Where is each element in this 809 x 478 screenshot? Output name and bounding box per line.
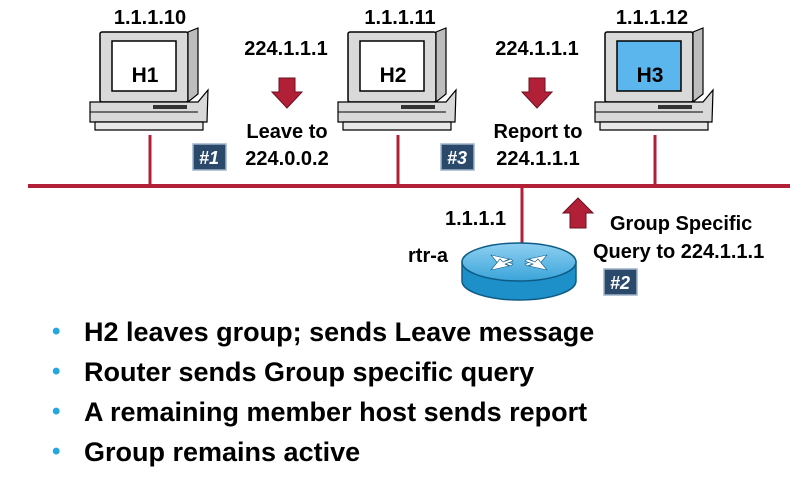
router-name: rtr-a: [408, 245, 449, 267]
host-h1-ip: 1.1.1.10: [114, 7, 186, 29]
badge-box: [192, 143, 227, 171]
monitor-screen: [359, 40, 425, 92]
drive-slot: [401, 105, 435, 109]
bullet-item: • A remaining member host sends report: [52, 392, 594, 432]
monitor-side: [435, 27, 447, 104]
event2-message-line1: Group Specific: [610, 213, 752, 235]
monitor-screen: [616, 40, 682, 92]
event2-badge: #2: [603, 268, 638, 296]
drive-slot: [658, 105, 692, 109]
badge-label: #2: [610, 273, 630, 293]
bullet-text: H2 leaves group; sends Leave message: [84, 317, 595, 347]
event2-message-line2: Query to 224.1.1.1: [593, 241, 764, 263]
host-h3-name: H3: [637, 64, 664, 87]
bullet-dot-icon: •: [52, 358, 61, 385]
router-arrows-icon: [490, 254, 548, 271]
bullet-dot-icon: •: [52, 398, 61, 425]
badge-box: [440, 143, 475, 171]
badge-label: #3: [447, 148, 467, 168]
event3-badge: #3: [440, 143, 475, 171]
badge-label: #1: [199, 148, 219, 168]
router-top: [461, 242, 577, 282]
event3-message-line2: 224.1.1.1: [496, 148, 579, 170]
host-h3-ip: 1.1.1.12: [616, 7, 688, 29]
pc-base: [89, 88, 209, 123]
router-ip: 1.1.1.1: [445, 208, 506, 230]
keyboard: [94, 121, 204, 131]
drive-slot: [153, 105, 187, 109]
monitor-side: [692, 27, 704, 104]
bullet-dot-icon: •: [52, 438, 61, 465]
event1-message-line2: 224.0.0.2: [245, 148, 328, 170]
host-h1-computer: [89, 27, 209, 131]
pc-base: [594, 88, 714, 123]
event1-message-line1: Leave to: [246, 121, 327, 143]
bullet-item: • Router sends Group specific query: [52, 352, 594, 392]
event3-message-line1: Report to: [494, 121, 583, 143]
host-h1-name: H1: [132, 64, 159, 87]
router-icon: [461, 242, 577, 301]
bullet-list: • H2 leaves group; sends Leave message • R…: [52, 312, 594, 472]
host-h3-computer: [594, 27, 714, 131]
host-h2-name: H2: [380, 64, 407, 87]
bullet-dot-icon: •: [52, 318, 61, 345]
host-h2-computer: [337, 27, 457, 131]
bullet-text: Router sends Group specific query: [84, 357, 535, 387]
event3-group-address: 224.1.1.1: [495, 38, 578, 60]
monitor-side: [187, 27, 199, 104]
keyboard: [599, 121, 709, 131]
bullet-text: Group remains active: [84, 437, 361, 467]
pc-base: [337, 88, 457, 123]
up-arrow-icon: [561, 197, 595, 229]
keyboard: [342, 121, 452, 131]
monitor-screen: [111, 40, 177, 92]
network-diagram: H1 H2 H3 1.1.1.10 1.1.1.11 1.1.1.12 224.…: [28, 7, 790, 301]
event1-badge: #1: [192, 143, 227, 171]
bullet-item: • Group remains active: [52, 432, 594, 472]
bullet-text: A remaining member host sends report: [84, 397, 588, 427]
bullet-item: • H2 leaves group; sends Leave message: [52, 312, 594, 352]
event1-group-address: 224.1.1.1: [244, 38, 327, 60]
down-arrow-icon: [520, 77, 554, 109]
badge-box: [603, 268, 638, 296]
host-h2-ip: 1.1.1.11: [364, 7, 435, 29]
down-arrow-icon: [270, 77, 304, 109]
